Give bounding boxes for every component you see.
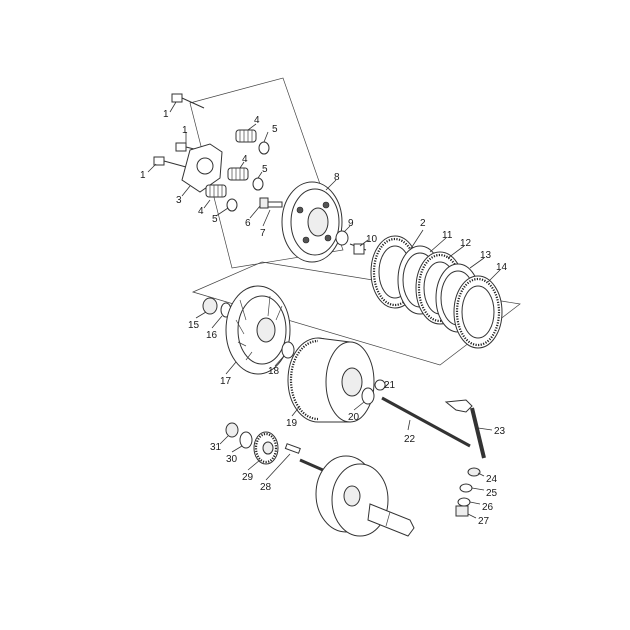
part-label: 25 [486, 488, 498, 499]
part-label: 20 [348, 412, 360, 423]
bolt-part [171, 93, 205, 109]
oil-seal-part [467, 467, 481, 477]
part-label: 1 [163, 109, 169, 120]
part-label: 4 [242, 154, 248, 165]
part-label: 13 [480, 250, 492, 261]
o-ring-part [459, 483, 473, 493]
part-label: 5 [272, 124, 278, 135]
woodruff-key [284, 443, 301, 454]
washer-part [361, 387, 375, 405]
part-label: 3 [176, 195, 182, 206]
pressure-plate [281, 181, 343, 263]
part-label: 17 [220, 376, 232, 387]
part-label: 4 [198, 206, 204, 217]
thrust-washer [281, 341, 295, 359]
part-label: 15 [188, 320, 200, 331]
part-label: 16 [206, 330, 218, 341]
part-label: 19 [286, 418, 298, 429]
part-label: 22 [404, 434, 416, 445]
pressure-plate-frame [189, 77, 344, 269]
part-label: 18 [268, 366, 280, 377]
clutch-outer-housing [287, 337, 375, 423]
part-labels: 1 1 1 2 3 4 4 4 5 5 5 6 7 8 9 10 11 12 1… [140, 109, 508, 527]
part-label: 23 [494, 426, 506, 437]
part-label: 28 [260, 482, 272, 493]
part-label: 5 [262, 164, 268, 175]
part-label: 12 [460, 238, 472, 249]
part-label: 8 [334, 172, 340, 183]
washer-part [226, 198, 238, 212]
leader-lines [147, 101, 501, 519]
part-label: 10 [366, 234, 378, 245]
part-label: 30 [226, 454, 238, 465]
part-label: 26 [482, 502, 494, 513]
part-label: 31 [210, 442, 222, 453]
bolt-part [153, 156, 187, 168]
bearing-part [259, 197, 269, 209]
bushing-part [455, 505, 469, 517]
part-label: 11 [442, 230, 453, 241]
washer-part [252, 177, 264, 191]
part-label: 27 [478, 516, 490, 527]
lifter-rod [349, 243, 367, 255]
friction-plate [453, 275, 503, 349]
part-label: 9 [348, 218, 354, 229]
release-lever [444, 399, 486, 459]
part-label: 2 [420, 218, 426, 229]
o-ring-part [457, 497, 471, 507]
clutch-spring [205, 184, 227, 198]
lifter-washer [335, 230, 349, 246]
part-label: 7 [260, 228, 266, 239]
part-label: 29 [242, 472, 254, 483]
push-rod [381, 396, 471, 448]
part-label: 5 [212, 214, 218, 225]
primary-drive-gear [253, 431, 279, 465]
part-label: 14 [496, 262, 508, 273]
crankshaft [299, 455, 415, 537]
rod-part [267, 201, 283, 208]
part-label: 6 [245, 218, 251, 229]
locknut-part [225, 422, 239, 438]
washer-part [258, 141, 270, 155]
clutch-center-hub [225, 285, 291, 375]
part-label: 21 [384, 380, 396, 391]
clutch-spring [227, 167, 249, 181]
part-label: 1 [140, 170, 146, 181]
clutch-spring [235, 129, 257, 143]
part-label: 1 [182, 125, 188, 136]
locknut-part [202, 297, 218, 315]
clutch-plates-frame [191, 261, 521, 366]
part-label: 4 [254, 115, 260, 126]
part-label: 24 [486, 474, 498, 485]
washer-part [239, 431, 253, 449]
